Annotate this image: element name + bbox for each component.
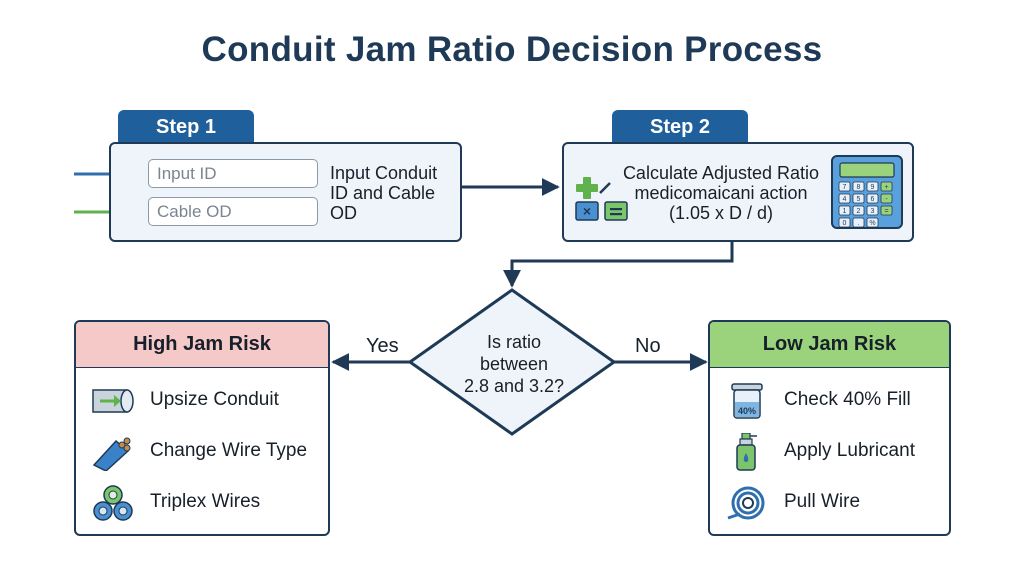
calculator-key bbox=[880, 181, 893, 192]
calculator-key-label: 2 bbox=[857, 208, 861, 215]
calculator-key-label: 8 bbox=[857, 184, 861, 191]
calculator-key bbox=[838, 181, 851, 192]
no-label: No bbox=[635, 335, 661, 357]
page-title: Conduit Jam Ratio Decision Process bbox=[201, 30, 823, 69]
yes-label: Yes bbox=[366, 335, 399, 357]
calculator-key bbox=[852, 181, 865, 192]
calculator-key-label: 1 bbox=[843, 208, 847, 215]
calculator-key bbox=[880, 193, 893, 204]
list-item-upsize-conduit: Upsize Conduit bbox=[76, 378, 328, 422]
calculator-key bbox=[880, 205, 893, 216]
list-item-apply-lubricant: Apply Lubricant bbox=[710, 429, 949, 473]
calculator-key-label: 4 bbox=[843, 196, 847, 203]
calculator-key-label: 6 bbox=[871, 196, 875, 203]
fill-container-icon: 40% bbox=[731, 383, 763, 419]
cable-od-field[interactable]: Cable OD bbox=[148, 197, 318, 226]
step2-description: Calculate Adjusted Ratio medicomaicani a… bbox=[622, 163, 820, 223]
svg-text:40%: 40% bbox=[738, 406, 756, 416]
calculator-key bbox=[852, 193, 865, 204]
high-jam-risk-title: High Jam Risk bbox=[76, 322, 328, 368]
calculator-key-label: + bbox=[884, 184, 888, 191]
decision-question: Is ratio between 2.8 and 3.2? bbox=[463, 332, 565, 396]
calculator-key-label: - bbox=[885, 196, 888, 203]
list-item-check-fill: 40% Check 40% Fill bbox=[710, 378, 949, 422]
step1-tab: Step 1 bbox=[118, 110, 254, 144]
wire-cable-icon bbox=[92, 437, 131, 471]
conduit-pipe-icon bbox=[92, 389, 134, 413]
calculator-key-label: = bbox=[884, 208, 888, 215]
calculator-key bbox=[852, 217, 865, 228]
calculator-key bbox=[866, 181, 879, 192]
svg-text:×: × bbox=[583, 203, 591, 219]
calculator-key-label: . bbox=[858, 220, 860, 227]
decision-diamond bbox=[407, 288, 617, 436]
wire-coil-icon bbox=[727, 486, 765, 520]
calculator-key bbox=[866, 205, 879, 216]
calculator-key bbox=[838, 205, 851, 216]
list-item-triplex-wires: Triplex Wires bbox=[76, 480, 328, 524]
calculator-key bbox=[866, 193, 879, 204]
lubricant-bottle-icon bbox=[736, 433, 757, 471]
calculator-key-label: 0 bbox=[843, 220, 847, 227]
calculator-key-label: % bbox=[869, 220, 875, 227]
input-id-field[interactable]: Input ID bbox=[148, 159, 318, 188]
calculator-key bbox=[838, 217, 851, 228]
calculator-key-label: 7 bbox=[843, 184, 847, 191]
list-item-change-wire-type: Change Wire Type bbox=[76, 429, 328, 473]
calculator-key-label: 9 bbox=[871, 184, 875, 191]
step2-to-decision-arrow bbox=[503, 241, 734, 288]
low-jam-risk-box: Low Jam Risk 40% Check 40% Fill Apply Lu… bbox=[708, 320, 951, 536]
high-jam-risk-box: High Jam Risk Upsize Conduit Change Wire… bbox=[74, 320, 330, 536]
step1-description: Input Conduit ID and Cable OD bbox=[330, 163, 438, 223]
calculator-key bbox=[852, 205, 865, 216]
calculator-key-label: 5 bbox=[857, 196, 861, 203]
step2-tab: Step 2 bbox=[612, 110, 748, 144]
list-item-pull-wire: Pull Wire bbox=[710, 480, 949, 524]
triplex-wires-icon bbox=[93, 485, 133, 521]
calculator-key bbox=[866, 217, 879, 228]
calculator-key bbox=[838, 193, 851, 204]
calculator-key-label: 3 bbox=[871, 208, 875, 215]
low-jam-risk-title: Low Jam Risk bbox=[710, 322, 949, 368]
